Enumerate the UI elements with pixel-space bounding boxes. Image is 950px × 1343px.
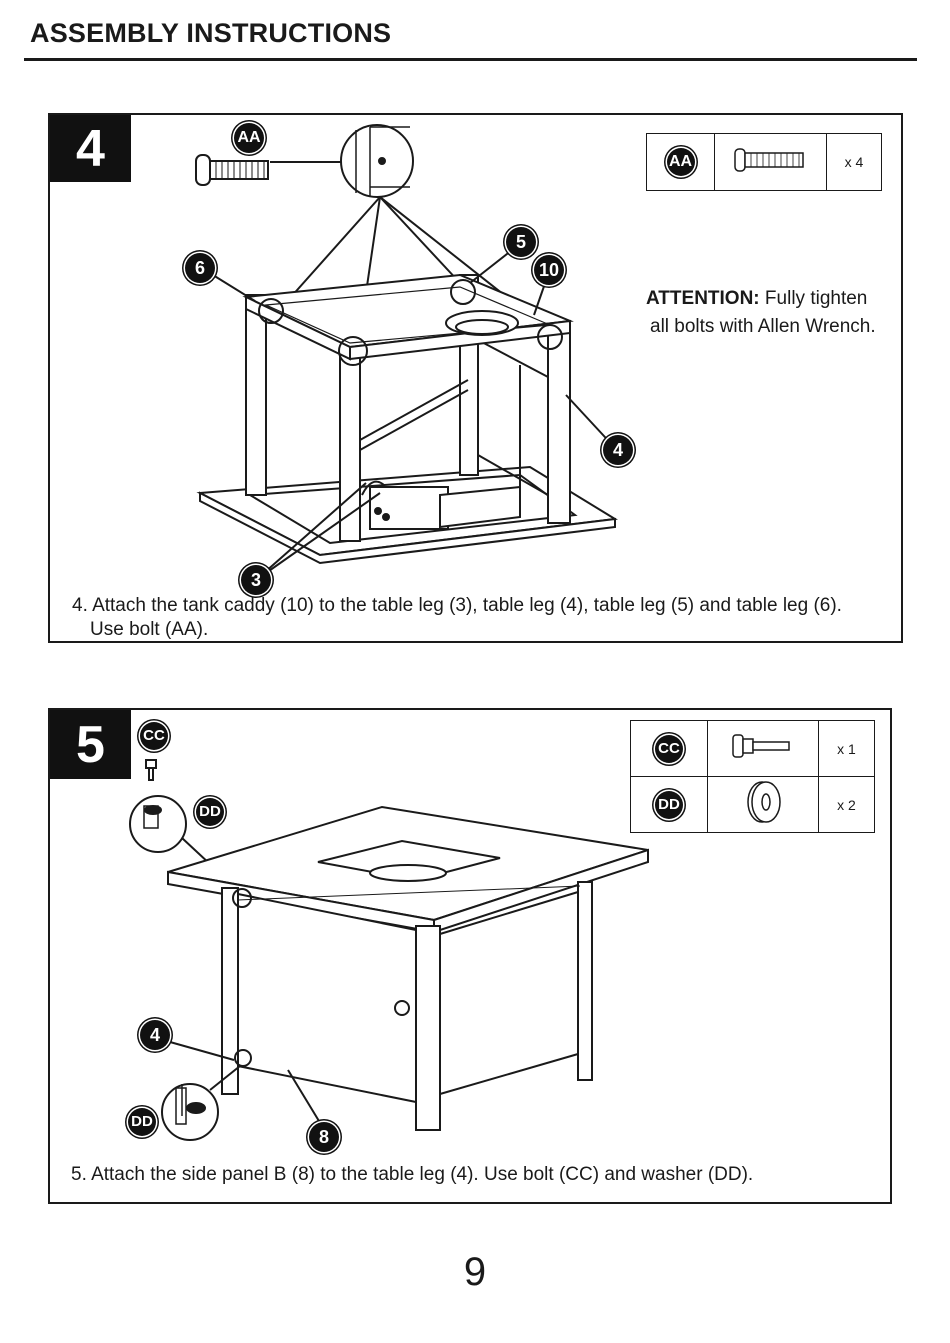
washer-icon [747, 781, 781, 823]
callout-8: 8 [309, 1122, 339, 1152]
bolt-aa-icon [195, 154, 269, 186]
short-bolt-icon [732, 734, 790, 758]
instruction-line-2: Use bolt (AA). [90, 619, 209, 640]
step-4-illustration [195, 124, 618, 581]
parts-table-step-4: AA x 4 [646, 133, 882, 191]
parts-row-dd: DD x 2 [630, 776, 875, 833]
attention-text-1: Fully tighten [759, 288, 868, 309]
parts-row-aa: AA x 4 [646, 133, 882, 191]
callout-cc: CC [140, 722, 168, 750]
table-legs [221, 881, 593, 1131]
step-4-panel: 4 [48, 113, 903, 643]
attention-text-2: all bolts with Allen Wrench. [650, 316, 876, 337]
title-divider [24, 58, 917, 61]
callout-aa: AA [234, 123, 264, 153]
step-5-panel: 5 [48, 708, 892, 1204]
zoom-detail-top [129, 795, 187, 853]
step-number: 5 [50, 710, 131, 779]
side-panels [265, 325, 549, 535]
attention-note: ATTENTION: Fully tighten all bolts with … [646, 285, 876, 341]
page-number: 9 [463, 1250, 487, 1294]
step-5-instruction: 5. Attach the side panel B (8) to the ta… [71, 1164, 754, 1185]
part-code-aa: AA [666, 148, 695, 176]
callout-3: 3 [241, 565, 271, 595]
parts-table-step-5: CC x 1 DD x 2 [630, 720, 875, 833]
callout-5: 5 [506, 227, 536, 257]
parts-row-cc: CC x 1 [630, 720, 875, 777]
qty-cc: x 1 [818, 720, 875, 777]
callout-10: 10 [534, 255, 564, 285]
part-code-dd: DD [655, 790, 683, 819]
attention-label: ATTENTION: [646, 288, 760, 309]
callout-6: 6 [185, 253, 215, 283]
step-number: 4 [50, 115, 131, 182]
qty-dd: x 2 [818, 776, 875, 833]
callout-dd-top: DD [196, 798, 224, 826]
bolt-cc-icon [145, 759, 157, 781]
zoom-detail-circle [340, 124, 414, 198]
page-title: ASSEMBLY INSTRUCTIONS [30, 18, 392, 48]
callout-4: 4 [140, 1020, 170, 1050]
top-frame [242, 273, 574, 361]
bolt-icon [733, 147, 804, 172]
part-code-cc: CC [655, 734, 683, 763]
callout-dd-bottom: DD [128, 1108, 156, 1136]
step-4-instruction: 4. Attach the tank caddy (10) to the tab… [72, 594, 902, 642]
burner-valve [361, 480, 521, 530]
callout-4: 4 [603, 435, 633, 465]
side-panel-b [237, 885, 581, 1104]
instruction-line-1: 4. Attach the tank caddy (10) to the tab… [72, 595, 842, 616]
qty-aa: x 4 [826, 133, 882, 191]
zoom-detail-bottom [161, 1083, 219, 1141]
step-5-illustration [129, 759, 649, 1141]
